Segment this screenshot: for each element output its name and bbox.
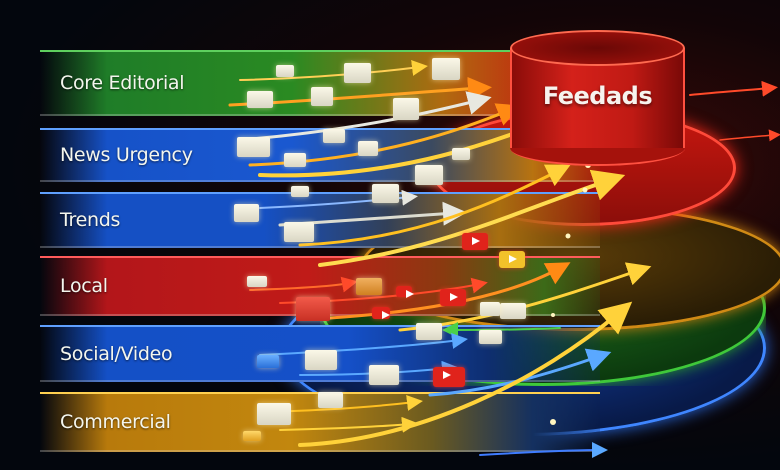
document-card-icon <box>284 153 306 167</box>
source-label: Trends <box>60 209 121 231</box>
document-card-icon <box>372 184 399 203</box>
document-card-icon <box>311 87 333 106</box>
document-card-icon <box>305 350 337 370</box>
document-card-icon <box>247 276 267 287</box>
play-video-icon <box>372 307 390 319</box>
source-label: Commercial <box>60 411 171 433</box>
play-video-icon <box>499 251 525 268</box>
feedads-destination: Feedads <box>510 30 685 166</box>
play-video-icon <box>433 367 465 387</box>
document-card-icon <box>318 392 343 408</box>
source-label: Social/Video <box>60 342 173 365</box>
destination-title: Feedads <box>542 82 653 110</box>
document-card-icon <box>415 165 443 185</box>
document-card-icon <box>479 330 502 344</box>
play-video-icon <box>462 233 488 250</box>
document-card-icon <box>358 141 378 156</box>
document-card-icon <box>432 58 460 80</box>
document-card-icon <box>257 355 279 368</box>
play-video-icon <box>440 289 466 306</box>
document-card-icon <box>237 137 270 157</box>
document-card-icon <box>276 65 294 77</box>
document-card-icon <box>500 303 526 319</box>
document-card-icon <box>243 431 261 441</box>
document-card-icon <box>291 186 309 197</box>
document-card-icon <box>247 91 273 108</box>
play-video-icon <box>396 286 414 298</box>
source-label: Core Editorial <box>60 72 185 94</box>
document-card-icon <box>296 297 330 321</box>
source-label: Local <box>60 275 108 297</box>
cylinder-top <box>510 30 685 66</box>
document-card-icon <box>393 98 419 120</box>
document-card-icon <box>323 129 345 143</box>
document-card-icon <box>416 323 442 340</box>
document-card-icon <box>234 204 259 222</box>
document-card-icon <box>452 148 470 160</box>
source-band-trends: Trends <box>40 192 600 248</box>
document-card-icon <box>480 302 500 316</box>
document-card-icon <box>344 63 371 83</box>
document-card-icon <box>356 278 382 295</box>
document-card-icon <box>257 403 291 425</box>
source-label: News Urgency <box>60 144 193 166</box>
document-card-icon <box>284 222 314 242</box>
document-card-icon <box>369 365 399 385</box>
